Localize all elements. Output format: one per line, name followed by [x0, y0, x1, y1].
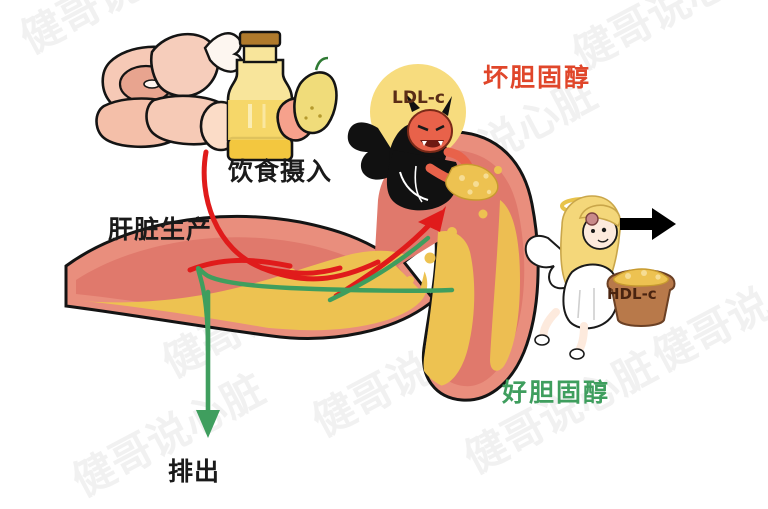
- illustration-svg: [64, 30, 676, 438]
- ldl-devil-character: [347, 94, 499, 211]
- diagram-canvas: 健哥说心脏健哥说心脏健哥说心脏健哥说心脏健哥说心脏健哥说心脏健哥说心脏健哥说心脏: [12, 0, 768, 507]
- label-excretion: 排出: [168, 457, 221, 486]
- black-arrow-outflow: [620, 208, 676, 240]
- label-liver-production: 肝脏生产: [108, 215, 213, 244]
- label-layer: 饮食摄入肝脏生产 坏胆固醇好胆固醇排出: [108, 63, 611, 486]
- ldl-tag: LDL-c: [392, 88, 445, 108]
- hdl-angel-character: [524, 195, 676, 360]
- green-arrow-excrete: [196, 289, 220, 438]
- hdl-tag: HDL-c: [607, 285, 657, 303]
- dietary-food-illustration: [95, 30, 338, 162]
- label-bad-cholesterol: 坏胆固醇: [483, 63, 592, 92]
- label-good-cholesterol: 好胆固醇: [502, 378, 611, 407]
- green-arrow-to-liver: [195, 235, 455, 353]
- label-diet-intake: 饮食摄入: [228, 157, 333, 186]
